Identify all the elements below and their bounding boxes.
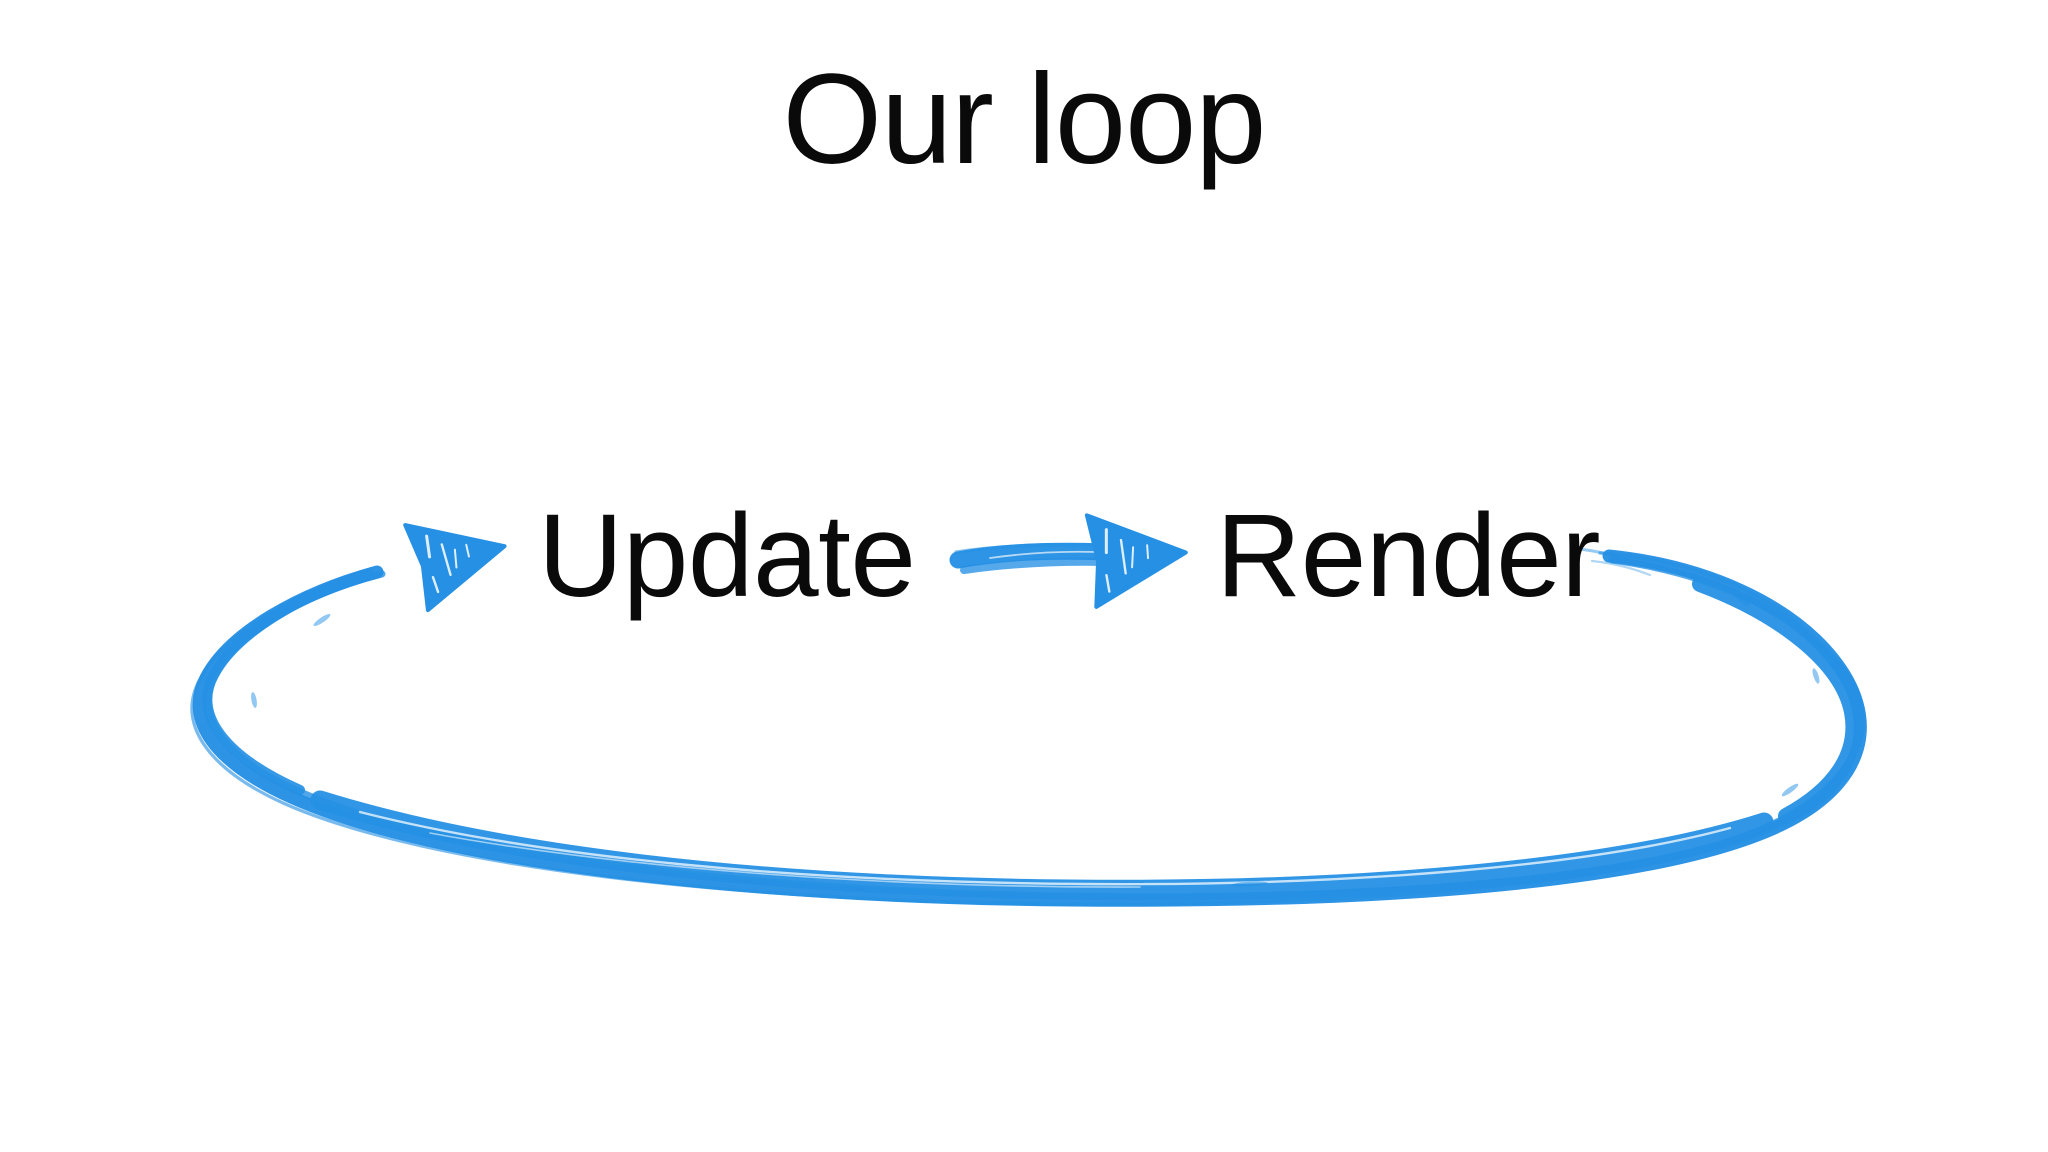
loop-stroke-wisp-a	[190, 551, 1861, 906]
loop-stroke-primary	[192, 549, 1867, 907]
loop-stroke-bottom-highlight-2	[429, 832, 1141, 888]
arrowhead-into-render-body	[1084, 513, 1188, 609]
arrow-shaft-primary	[949, 542, 1113, 569]
loop-stroke-bottom-belly	[310, 790, 1774, 899]
arrow-shaft-highlight	[989, 550, 1097, 559]
arrow-update-to-render	[949, 513, 1188, 609]
arrowhead-into-update-texture	[425, 534, 470, 594]
arrowhead-into-update	[403, 523, 507, 613]
loop-tail-feather-b	[1590, 559, 1652, 577]
node-label-update: Update	[538, 490, 916, 622]
arrow-shaft-secondary	[960, 557, 1110, 574]
node-label-render: Render	[1216, 490, 1601, 622]
loop-stroke-bottom-highlight	[358, 810, 1732, 886]
arrowhead-into-render	[1084, 513, 1188, 609]
loop-stroke-left-shoulder	[202, 569, 373, 795]
page-title: Our loop	[782, 48, 1267, 191]
loop-stroke-secondary	[204, 556, 1865, 901]
arrowhead-into-render-texture	[1104, 528, 1150, 593]
arrowhead-into-update-body	[403, 523, 507, 613]
arrow-shaft-wisp	[954, 543, 1094, 554]
return-loop-arrow	[190, 547, 1867, 907]
loop-bristle-specks	[251, 593, 1820, 887]
loop-stroke-right-shoulder	[1692, 576, 1862, 824]
